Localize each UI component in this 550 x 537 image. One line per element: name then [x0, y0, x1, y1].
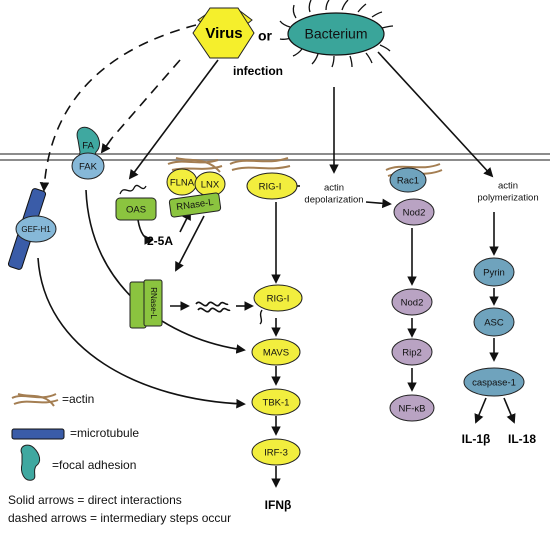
fak-label: FAK: [79, 162, 98, 173]
arrow-fak-mavs: [85, 189, 246, 354]
legend-dashed-note: dashed arrows = intermediary steps occur: [8, 511, 231, 525]
nod2-top-node: Nod2: [393, 198, 435, 226]
arrow-caspase-il1b: [474, 397, 487, 424]
legend-actin-label: =actin: [62, 392, 94, 406]
rig-i-label: RIG-I: [267, 294, 290, 305]
rnase-l-bottom-label: RNase-L: [149, 287, 158, 319]
arrow-depol-to-nod2: [365, 198, 392, 209]
rnase-l-bottom-node: RNase-L: [129, 279, 163, 329]
lnx-label: LNX: [201, 180, 220, 191]
arrow-rnasel-rnasel: [175, 215, 205, 272]
dashed-arrow-virus-gefh1: [39, 24, 197, 192]
il1b-label: IL-1β: [462, 432, 491, 446]
infection-label: infection: [233, 64, 283, 78]
legend-microtubule-icon: [11, 428, 65, 440]
arrow-oas-2-5a: [137, 219, 154, 245]
legend-solid-note: Solid arrows = direct interactions: [8, 493, 182, 507]
nod2-label: Nod2: [401, 298, 424, 309]
actin-depol-line1: actin: [324, 183, 344, 194]
arrow-gefh1-tbk1: [37, 257, 246, 409]
legend-focal-adhesion-label: =focal adhesion: [52, 458, 136, 472]
tbk1-node: TBK-1: [251, 388, 301, 416]
rig-i-node: RIG-I: [253, 284, 303, 325]
or-label: or: [258, 28, 273, 44]
arrows: [37, 24, 516, 488]
rac1-node: Rac1: [389, 167, 427, 193]
arrow-caspase-il18: [503, 397, 516, 424]
two-5a-label: 2-5A: [147, 234, 173, 248]
lnx-node: LNX: [194, 171, 226, 197]
irf3-label: IRF-3: [264, 448, 288, 459]
rig-i-top-label: RIG-I: [259, 182, 282, 193]
flna-node: FLNA: [166, 168, 198, 196]
fa-label: FA: [82, 141, 94, 152]
pyrin-node: Pyrin: [473, 257, 515, 287]
ifnb-label: IFNβ: [265, 498, 292, 512]
tbk1-label: TBK-1: [263, 398, 290, 409]
legend-actin-icon: [11, 393, 59, 407]
rnase-l-top-label: RNase-L: [176, 197, 215, 213]
legend-microtubule-label: =microtubule: [70, 426, 139, 440]
rip2-label: Rip2: [402, 348, 422, 359]
il18-label: IL-18: [508, 432, 536, 446]
actin-pol-line2: polymerization: [477, 193, 538, 204]
bacterium-label: Bacterium: [304, 26, 367, 42]
bacterium-shape: Bacterium: [279, 0, 394, 68]
actin-depol-line2: depolarization: [304, 195, 363, 206]
arrow-to-fak: [100, 137, 113, 154]
pyrin-label: Pyrin: [483, 268, 505, 279]
actin-bundle-rigi: [229, 157, 291, 171]
flna-label: FLNA: [170, 178, 195, 189]
caspase1-label: caspase-1: [472, 378, 516, 389]
nod2-node: Nod2: [391, 288, 433, 316]
legend: =actin =microtubule =focal adhesion Soli…: [8, 392, 231, 525]
nod2-top-label: Nod2: [403, 208, 426, 219]
oas-label: OAS: [126, 205, 146, 216]
rna-squiggle: [195, 301, 231, 313]
fak-node: FAK: [71, 152, 105, 180]
rip2-node: Rip2: [391, 338, 433, 366]
asc-label: ASC: [484, 318, 504, 329]
gef-h1-node: GEF-H1: [7, 188, 57, 270]
virus-label: Virus: [205, 25, 242, 42]
virus-hexagon: Virus: [192, 7, 255, 59]
actin-pol-line1: actin: [498, 181, 518, 192]
asc-node: ASC: [473, 307, 515, 337]
mavs-node: MAVS: [251, 338, 301, 366]
dashed-arrow-virus-fak: [111, 59, 181, 139]
actin-polymerization-note: actin polymerization: [477, 181, 538, 204]
actin-depolarization-note: actin depolarization: [304, 183, 363, 206]
arrow-bacterium-pol: [377, 51, 494, 178]
mavs-label: MAVS: [263, 348, 289, 359]
legend-focal-adhesion-icon: [20, 444, 41, 481]
actin-bundle-flna: [167, 157, 223, 173]
oas-node: OAS: [115, 184, 157, 221]
rnase-l-top-node: RNase-L: [168, 192, 222, 218]
nfkb-node: NF-κB: [389, 394, 435, 422]
rig-i-top-node: RIG-I: [246, 172, 298, 200]
gef-h1-label: GEF-H1: [21, 225, 51, 234]
irf3-node: IRF-3: [251, 438, 301, 466]
arrow-virus-oas: [128, 59, 219, 180]
nfkb-label: NF-κB: [399, 404, 426, 415]
rac1-label: Rac1: [397, 176, 419, 187]
caspase1-node: caspase-1: [463, 367, 525, 397]
